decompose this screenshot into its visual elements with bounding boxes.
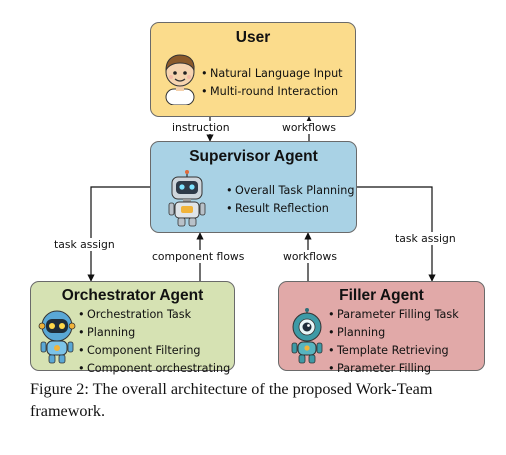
one-eyed-robot-icon bbox=[291, 308, 323, 364]
orchestrator-bullet: Orchestration Task bbox=[78, 306, 230, 324]
user-bullet-list: Natural Language Input Multi-round Inter… bbox=[201, 65, 343, 101]
round-robot-icon bbox=[38, 310, 76, 364]
orchestrator-bullet-list: Orchestration Task Planning Component Fi… bbox=[78, 306, 230, 378]
edge-label-component-flows: component flows bbox=[151, 250, 246, 263]
user-node: User Natural Language Input Multi-round … bbox=[150, 22, 356, 117]
orchestrator-node: Orchestrator Agent Orchestration Task Pl… bbox=[30, 281, 235, 378]
filler-bullet: Parameter Filling Task bbox=[328, 306, 459, 324]
figure-caption: Figure 2: The overall architecture of th… bbox=[30, 380, 433, 420]
boy-avatar-icon bbox=[165, 54, 195, 105]
orchestrator-bullet: Component orchestrating bbox=[78, 360, 230, 378]
edge-label-instruction: instruction bbox=[171, 121, 231, 134]
supervisor-node: Supervisor Agent Overall Task Planning R… bbox=[150, 141, 357, 233]
edge-label-workflows-top: workflows bbox=[281, 121, 337, 134]
filler-bullet-continued: Planning bbox=[328, 324, 459, 342]
orchestrator-bullet-continued: Planning bbox=[78, 324, 230, 342]
edge-task-assign-left bbox=[87, 186, 150, 282]
supervisor-bullet: Result Reflection bbox=[226, 200, 354, 218]
filler-bullet: Parameter Filling bbox=[328, 360, 459, 378]
user-bullet: Multi-round Interaction bbox=[201, 83, 343, 101]
user-title: User bbox=[235, 29, 271, 46]
user-bullet: Natural Language Input bbox=[201, 65, 343, 83]
edge-label-task-assign-left: task assign bbox=[53, 238, 116, 251]
edge-label-workflows-bottom: workflows bbox=[282, 250, 338, 263]
supervisor-bullet-list: Overall Task Planning Result Reflection bbox=[226, 182, 354, 218]
filler-title: Filler Agent bbox=[339, 287, 424, 304]
edge-label-task-assign-right: task assign bbox=[394, 232, 457, 245]
orchestrator-title: Orchestrator Agent bbox=[61, 287, 204, 304]
filler-bullet-list: Parameter Filling Task Planning Template… bbox=[328, 306, 459, 378]
supervisor-bullet: Overall Task Planning bbox=[226, 182, 354, 200]
robot-icon bbox=[168, 170, 206, 227]
orchestrator-bullet: Component Filtering bbox=[78, 342, 230, 360]
edge-task-assign-right bbox=[357, 186, 436, 282]
filler-node: Filler Agent Parameter Filling Task Plan… bbox=[278, 281, 485, 378]
filler-bullet: Template Retrieving bbox=[328, 342, 459, 360]
supervisor-title: Supervisor Agent bbox=[189, 148, 318, 165]
